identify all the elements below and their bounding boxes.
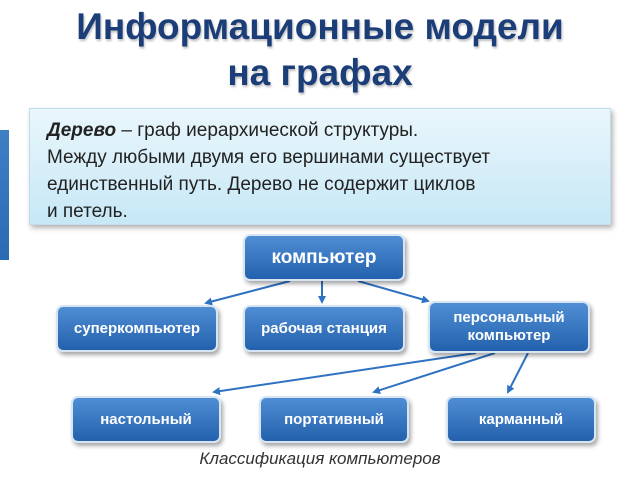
node-workstation-label: рабочая станция — [261, 319, 387, 337]
definition-box: Дерево – граф иерархической структуры. М… — [29, 108, 611, 225]
node-portable: портативный — [259, 396, 409, 443]
edge-root-super — [204, 280, 291, 306]
node-personal-computer: персональный компьютер — [428, 301, 590, 353]
definition-line-4: и петель. — [47, 201, 128, 222]
node-portable-label: портативный — [284, 410, 384, 428]
node-personal-computer-line-2: компьютер — [467, 327, 551, 344]
node-computer: компьютер — [243, 234, 405, 281]
definition-line-1: Дерево – граф иерархической структуры. — [47, 117, 596, 144]
edge-personal-desktop — [212, 352, 477, 396]
node-personal-computer-line-1: персональный — [453, 309, 565, 326]
edge-personal-pocket — [507, 352, 529, 394]
diagram-caption: Классификация компьютеров — [199, 449, 441, 468]
definition-term: Дерево — [47, 120, 117, 141]
node-pocket-label: карманный — [478, 410, 564, 428]
title-line-2: на графах — [227, 52, 413, 93]
title-line-1: Информационные модели — [76, 6, 564, 47]
node-personal-computer-label: персональный компьютер — [453, 309, 564, 345]
definition-line-2: Между любыми двумя его вершинами существ… — [47, 147, 491, 168]
definition-line-1-rest: – граф иерархической структуры. — [116, 120, 419, 141]
node-supercomputer: суперкомпьютер — [56, 305, 218, 352]
edge-personal-portable — [372, 352, 496, 394]
node-workstation: рабочая станция — [243, 305, 405, 352]
definition-line-3: единственный путь. Дерево не содержит ци… — [47, 174, 476, 195]
node-desktop-label: настольный — [100, 410, 192, 428]
node-computer-label: компьютер — [271, 246, 377, 268]
page-title: Информационные модели на графах — [0, 4, 640, 96]
node-pocket: карманный — [446, 396, 596, 443]
node-supercomputer-label: суперкомпьютер — [73, 319, 201, 337]
node-desktop: настольный — [71, 396, 221, 443]
left-accent-bar — [0, 130, 9, 260]
edge-root-personal — [357, 280, 430, 304]
